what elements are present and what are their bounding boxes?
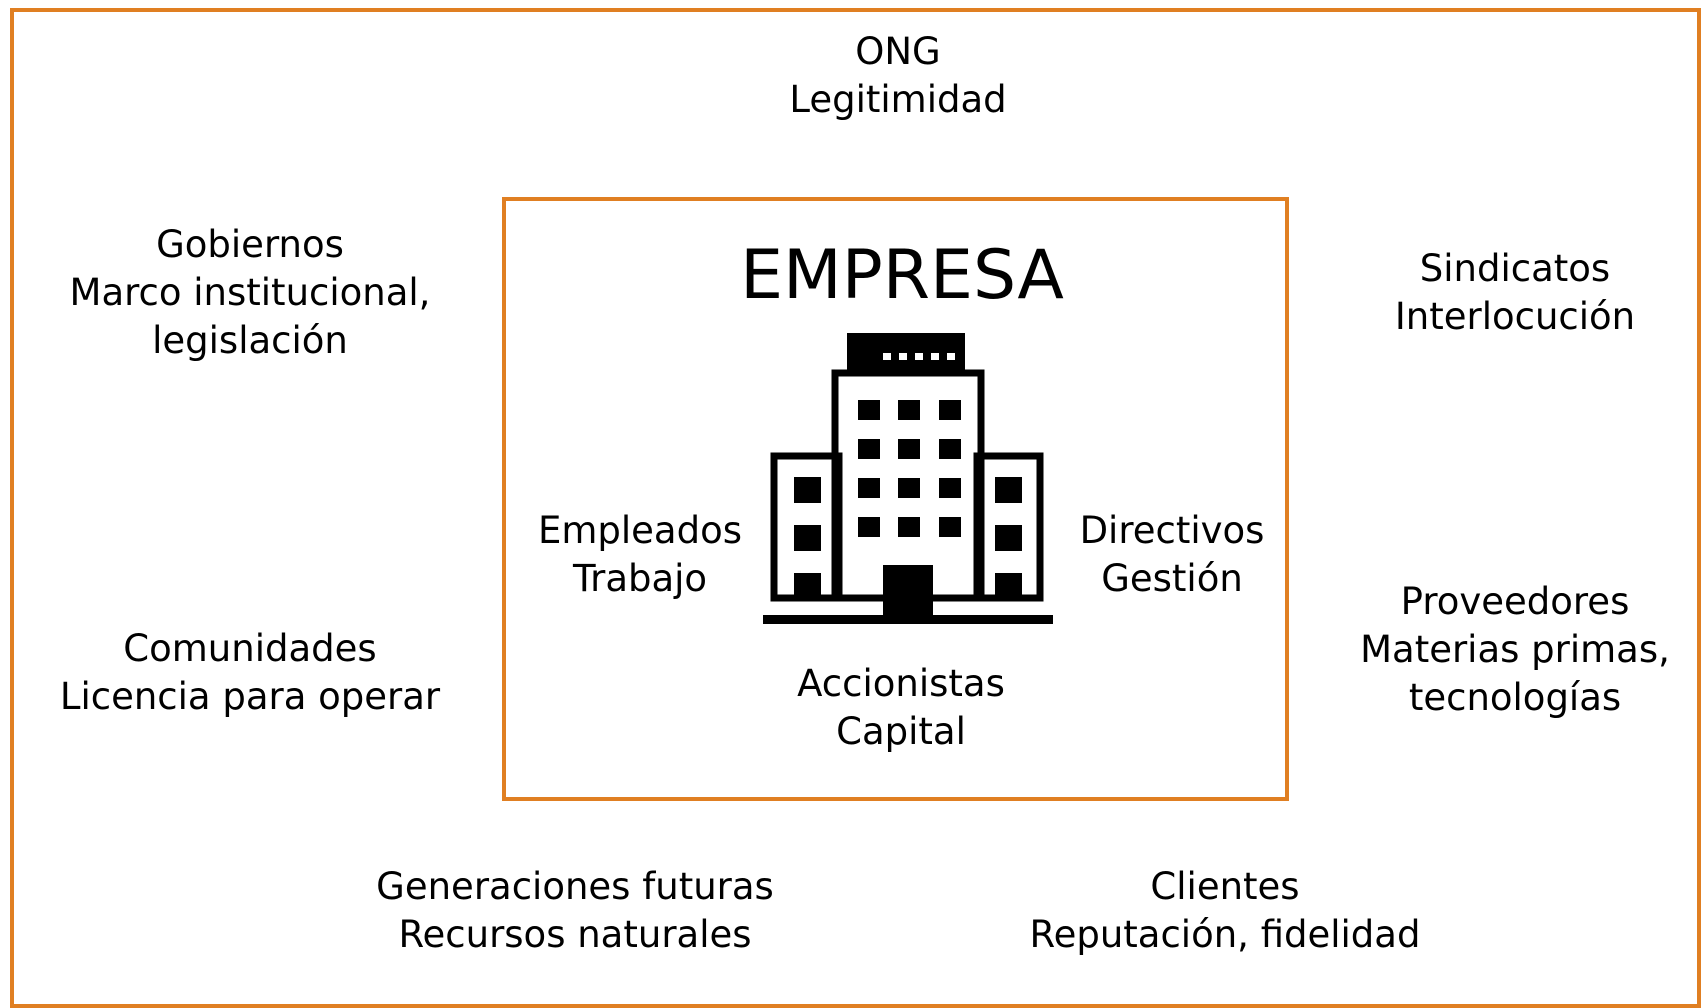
stakeholder-value: Recursos naturales [398,913,752,956]
stakeholder-gobiernos: Gobiernos Marco institucional, legislaci… [50,221,450,365]
stakeholder-value: legislación [152,319,348,362]
stakeholder-name: Generaciones futuras [376,865,774,908]
stakeholder-generaciones-futuras: Generaciones futuras Recursos naturales [375,863,775,959]
stakeholder-name: Comunidades [123,627,377,670]
stakeholder-name: ONG [855,30,941,73]
stakeholder-clientes: Clientes Reputación, fidelidad [1025,863,1425,959]
internal-accionistas: Accionistas Capital [781,660,1021,756]
stakeholder-value: Gestión [1101,557,1243,600]
stakeholder-value: Licencia para operar [59,675,441,718]
company-frame [502,197,1289,801]
stakeholder-name: Directivos [1079,509,1265,552]
stakeholder-proveedores: Proveedores Materias primas, tecnologías [1315,578,1701,722]
stakeholder-name: Accionistas [797,662,1005,705]
stakeholder-name: Sindicatos [1419,247,1611,290]
stakeholder-value: tecnologías [1408,676,1622,719]
stakeholder-value: Materias primas, [1360,628,1670,671]
stakeholder-name: Empleados [537,509,743,552]
stakeholder-comunidades: Comunidades Licencia para operar [50,625,450,721]
internal-empleados: Empleados Trabajo [520,507,760,603]
stakeholder-name: Gobiernos [156,223,344,266]
stakeholder-value: Reputación, fidelidad [1029,913,1421,956]
stakeholder-name: Clientes [1150,865,1300,908]
stakeholder-value: Interlocución [1394,295,1636,338]
office-building-icon [763,333,1053,624]
stakeholder-ong: ONG Legitimidad [698,28,1098,124]
stakeholder-value: Trabajo [572,557,708,600]
internal-directivos: Directivos Gestión [1052,507,1292,603]
stakeholder-name: Proveedores [1400,580,1630,623]
stakeholder-value: Capital [836,710,966,753]
stakeholder-value: Legitimidad [789,78,1007,121]
company-title: EMPRESA [740,236,1064,315]
stakeholder-sindicatos: Sindicatos Interlocución [1315,245,1701,341]
stakeholder-value: Marco institucional, [69,271,431,314]
